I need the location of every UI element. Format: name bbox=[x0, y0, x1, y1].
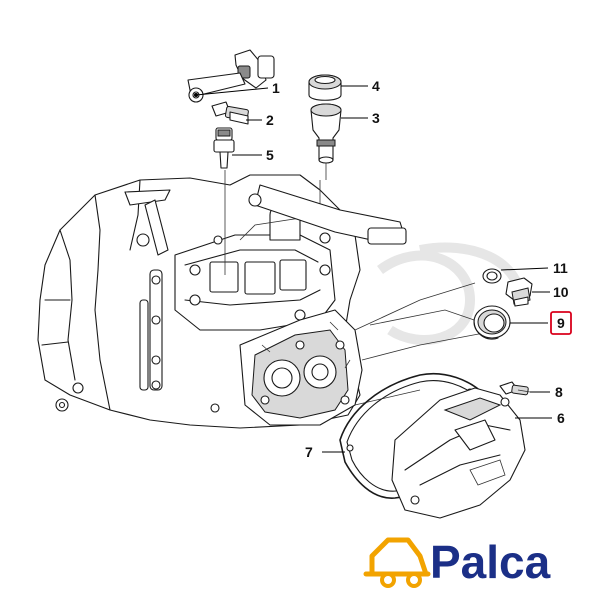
part-3-guide-sleeve bbox=[310, 103, 342, 180]
logo-text: Palca bbox=[430, 536, 551, 588]
car-icon bbox=[363, 537, 431, 588]
part-2-bolt bbox=[211, 101, 249, 125]
callout-7: 7 bbox=[305, 444, 313, 460]
callout-10: 10 bbox=[553, 284, 569, 300]
callout-9: 9 bbox=[557, 315, 565, 331]
callout-6: 6 bbox=[557, 410, 565, 426]
part-9-shaft-seal bbox=[473, 305, 511, 340]
part-4-cap bbox=[308, 74, 342, 101]
part-5-sensor bbox=[213, 127, 235, 169]
callout-11: 11 bbox=[553, 260, 568, 276]
callout-1: 1 bbox=[272, 80, 280, 96]
callout-4: 4 bbox=[372, 78, 380, 94]
assembly-guide-lines bbox=[354, 282, 501, 406]
callout-labels: 1 2 3 4 5 6 7 8 9 10 11 bbox=[266, 78, 572, 460]
palca-logo: Palca bbox=[363, 536, 551, 588]
part-8-bolt bbox=[499, 381, 531, 396]
gearbox-housing bbox=[37, 170, 407, 429]
part-11-seal-ring bbox=[482, 268, 502, 284]
leader-lines bbox=[194, 85, 552, 453]
part-10-screw-plug bbox=[505, 277, 533, 307]
callout-8: 8 bbox=[555, 384, 563, 400]
callout-5: 5 bbox=[266, 147, 274, 163]
callout-2: 2 bbox=[266, 112, 274, 128]
part-6-cover bbox=[391, 387, 526, 519]
callout-3: 3 bbox=[372, 110, 380, 126]
callout-9-highlight-box bbox=[550, 311, 572, 335]
